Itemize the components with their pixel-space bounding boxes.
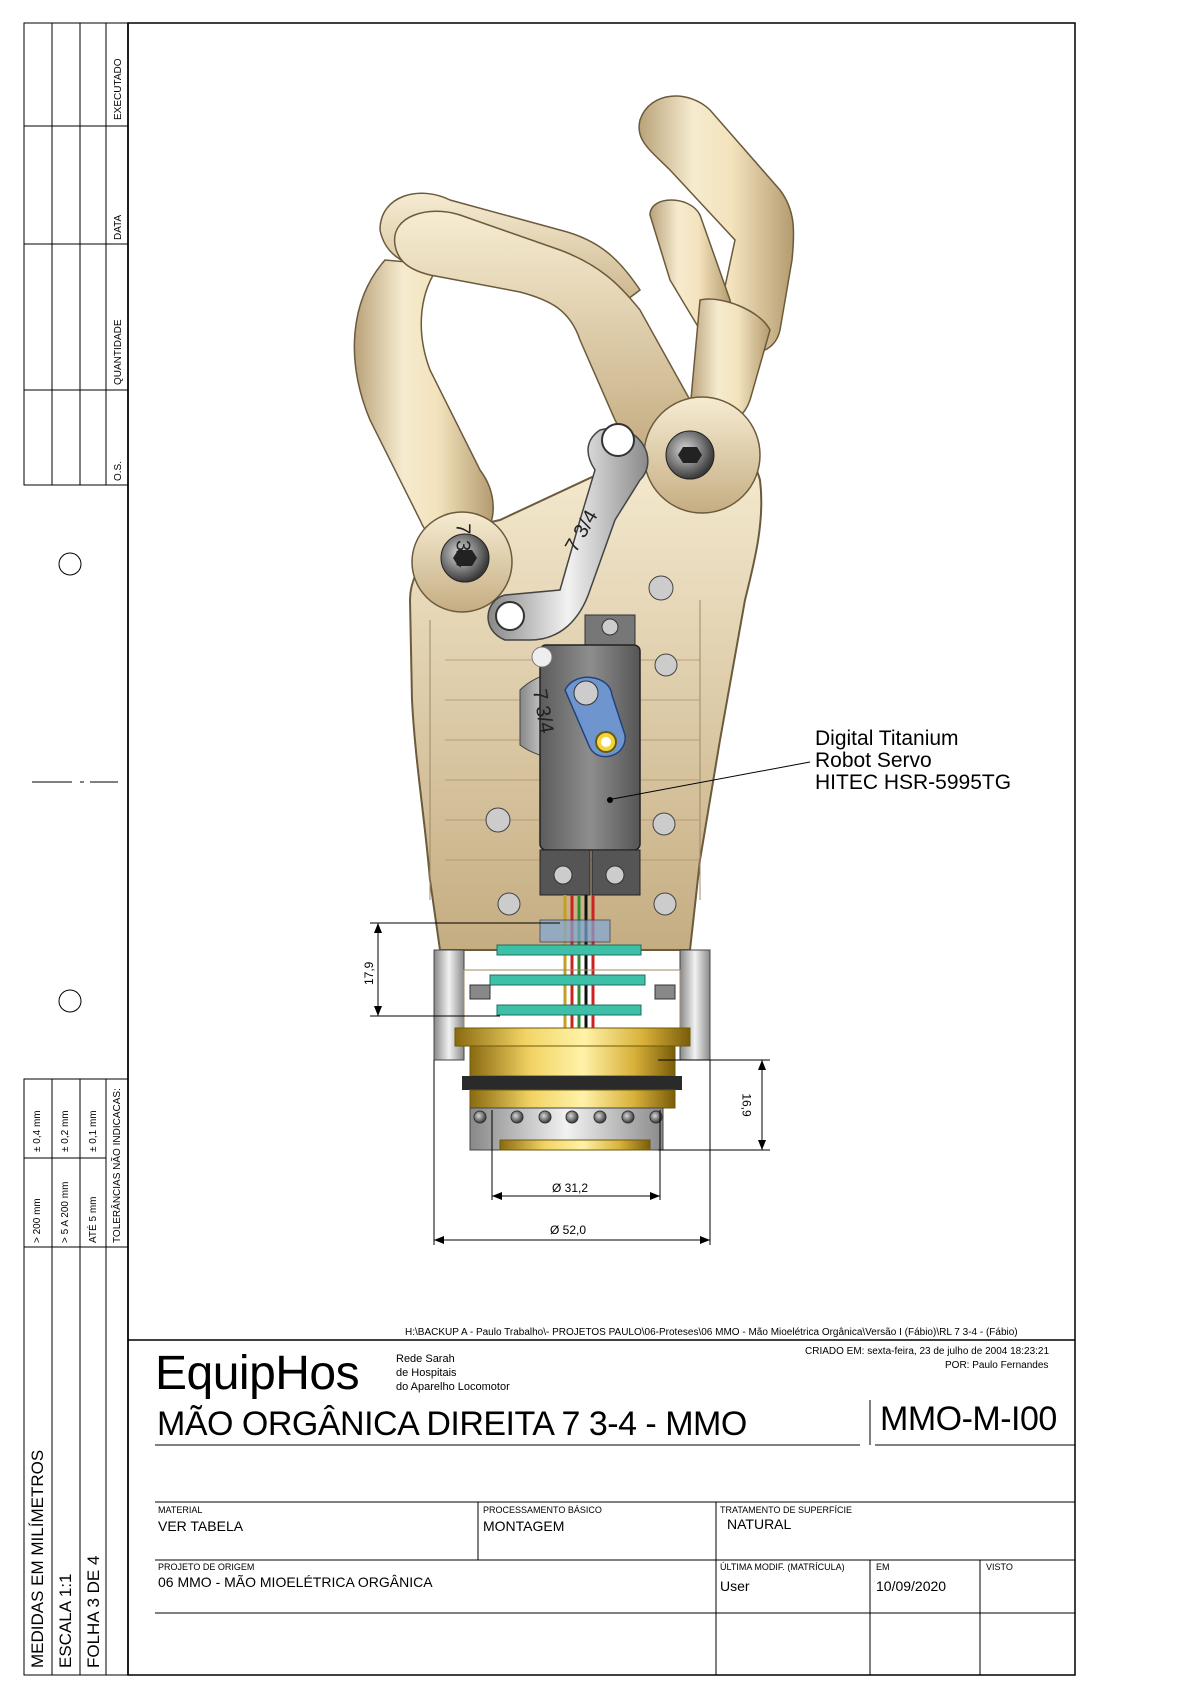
callout-line-2: Robot Servo (815, 749, 932, 772)
company-logo: EquipHos (155, 1347, 360, 1400)
lastmod-label: ÚLTIMA MODIF. (MATRÍCULA) (720, 1562, 845, 1572)
author: POR: Paulo Fernandes (945, 1360, 1049, 1371)
org-line-2: de Hospitais (396, 1367, 457, 1379)
bolt-left (440, 533, 490, 583)
callout-line-1: Digital Titanium (815, 727, 959, 750)
origin-label: PROJETO DE ORIGEM (158, 1562, 255, 1572)
drawing-code: MMO-M-I00 (880, 1400, 1057, 1438)
gold-connector (454, 1027, 691, 1151)
engrave-mark-1: 7 3/4 (451, 523, 474, 568)
title-block-lines (128, 1339, 1075, 1675)
connector-pins (473, 1110, 663, 1124)
material-value: VER TABELA (158, 1518, 244, 1534)
pcb-stack (469, 919, 676, 1016)
finger-right (638, 95, 795, 429)
process-value: MONTAGEM (483, 1518, 565, 1534)
linkage-arm (487, 427, 649, 641)
dim-52-0: Ø 52,0 (550, 1223, 587, 1237)
process-label: PROCESSAMENTO BÁSICO (483, 1505, 602, 1515)
em-label: EM (876, 1562, 890, 1572)
org-line-3: do Aparelho Locomotor (396, 1381, 510, 1393)
treatment-label: TRATAMENTO DE SUPERFÍCIE (720, 1505, 853, 1515)
em-value: 10/09/2020 (876, 1578, 947, 1594)
origin-value: 06 MMO - MÃO MIOELÉTRICA ORGÂNICA (158, 1574, 433, 1590)
material-label: MATERIAL (158, 1505, 203, 1515)
dimension-lines (370, 761, 811, 1245)
visto-label: VISTO (986, 1562, 1013, 1572)
treatment-value: NATURAL (727, 1516, 792, 1532)
created-date: CRIADO EM: sexta-feira, 23 de julho de 2… (805, 1346, 1050, 1357)
dim-31-2: Ø 31,2 (552, 1181, 589, 1195)
bolt-right (665, 430, 715, 480)
servo-horn (564, 676, 626, 758)
org-line-1: Rede Sarah (396, 1353, 455, 1365)
drawing-title: MÃO ORGÂNICA DIREITA 7 3-4 - MMO (157, 1405, 747, 1443)
palm-screws (485, 575, 678, 916)
servo-motor (539, 614, 641, 896)
servo-callout: Digital Titanium Robot Servo HITEC HSR-5… (815, 728, 1011, 794)
callout-line-3: HITEC HSR-5995TG (815, 771, 1012, 794)
org-name: Rede Sarah de Hospitais do Aparelho Loco… (396, 1352, 510, 1394)
file-path: H:\BACKUP A - Paulo Trabalho\- PROJETOS … (405, 1327, 1018, 1338)
lastmod-value: User (720, 1578, 750, 1594)
dim-16-9: 16,9 (739, 1093, 754, 1117)
dim-17-9: 17,9 (362, 961, 376, 985)
